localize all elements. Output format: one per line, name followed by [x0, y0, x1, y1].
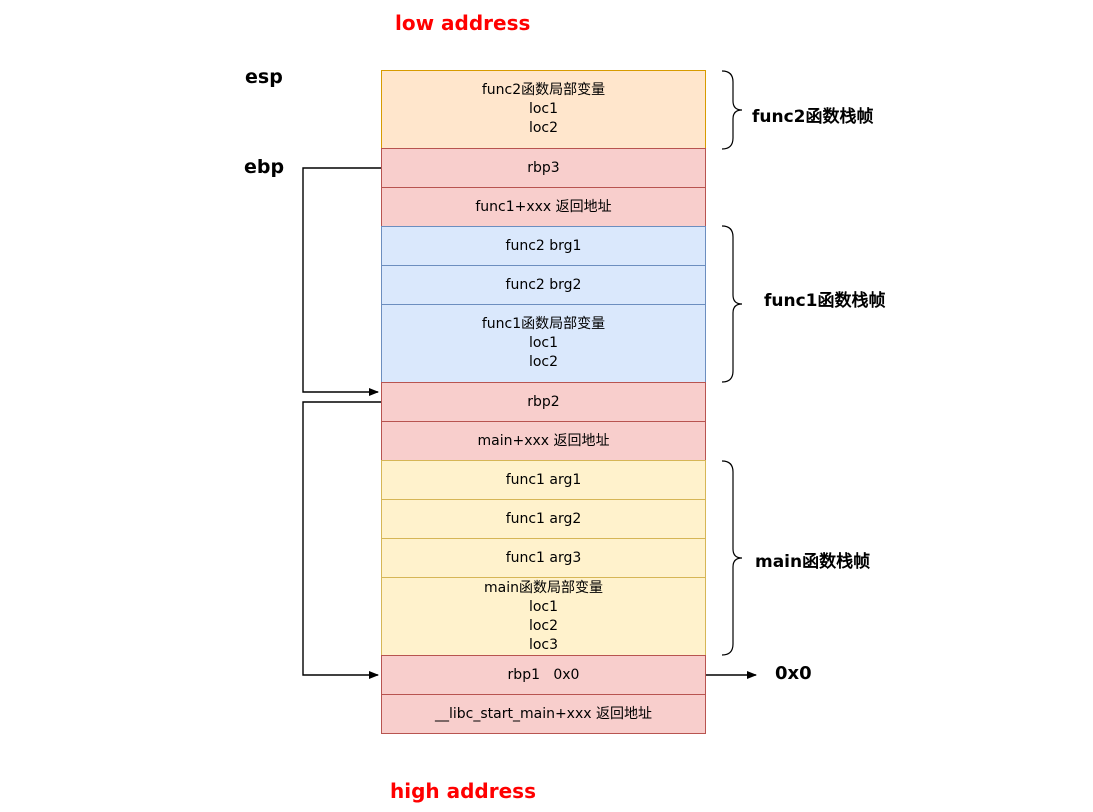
- esp-label: esp: [245, 66, 283, 88]
- stack-cell-rbp3: rbp3: [381, 148, 706, 188]
- stack-cell-main-return: main+xxx 返回地址: [381, 421, 706, 461]
- cell-line: func1 arg2: [505, 510, 582, 527]
- cell-line: func1+xxx 返回地址: [475, 198, 612, 215]
- cell-line: func2 brg1: [505, 237, 582, 254]
- func2-frame-brace: [721, 70, 743, 150]
- main-frame-label: main函数栈帧: [755, 552, 871, 572]
- cell-line: rbp3: [527, 159, 560, 176]
- cell-line: loc2: [528, 120, 559, 136]
- cell-line: rbp1 0x0: [507, 666, 580, 683]
- low-address-label: low address: [395, 11, 531, 35]
- null-address-label: 0x0: [775, 663, 812, 684]
- main-frame-brace: [721, 460, 743, 656]
- cell-line: loc1: [528, 335, 559, 351]
- cell-line: func1 arg3: [505, 549, 582, 566]
- cell-line: func1 arg1: [505, 471, 582, 488]
- cell-line: func1函数局部变量: [481, 316, 606, 332]
- stack-cell-func1-locals: func1函数局部变量 loc1 loc2: [381, 304, 706, 383]
- cell-line: __libc_start_main+xxx 返回地址: [435, 705, 652, 722]
- rbp2-to-rbp1-arrow: [302, 401, 381, 679]
- cell-line: main函数局部变量: [484, 579, 603, 596]
- cell-line: loc1: [528, 101, 559, 117]
- stack-cell-func1-arg3: func1 arg3: [381, 538, 706, 578]
- cell-line: main+xxx 返回地址: [477, 432, 610, 449]
- cell-line: loc1: [528, 598, 559, 615]
- stack-cell-libc-return: __libc_start_main+xxx 返回地址: [381, 694, 706, 734]
- cell-line: loc3: [528, 636, 559, 653]
- cell-line: loc2: [528, 617, 559, 634]
- cell-line: func2函数局部变量: [481, 82, 606, 98]
- ebp-label: ebp: [244, 156, 285, 178]
- stack-cell-func2-locals: func2函数局部变量 loc1 loc2: [381, 70, 706, 149]
- stack-cell-func1-arg1: func1 arg1: [381, 460, 706, 500]
- cell-line: func2 brg2: [505, 276, 582, 293]
- high-address-label: high address: [390, 779, 536, 803]
- stack-cell-rbp2: rbp2: [381, 382, 706, 422]
- func1-frame-brace: [721, 225, 743, 383]
- stack-cell-main-locals: main函数局部变量 loc1 loc2 loc3: [381, 577, 706, 656]
- rbp3-to-rbp2-arrow: [302, 167, 381, 396]
- func1-frame-label: func1函数栈帧: [764, 291, 886, 311]
- cell-line: rbp2: [527, 393, 560, 410]
- func2-frame-label: func2函数栈帧: [752, 107, 874, 127]
- stack-cell-func1-return: func1+xxx 返回地址: [381, 187, 706, 227]
- stack-cell-func2-brg1: func2 brg1: [381, 226, 706, 266]
- cell-line: loc2: [528, 354, 559, 370]
